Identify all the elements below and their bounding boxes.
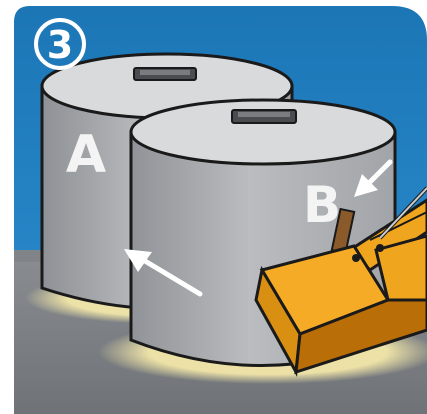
- step-number: 3: [47, 23, 73, 67]
- tank-a-label: A: [66, 125, 106, 185]
- tank-a-hatch: [134, 68, 196, 80]
- tank-b-label: B: [303, 176, 341, 234]
- tank-b-hatch: [232, 110, 296, 123]
